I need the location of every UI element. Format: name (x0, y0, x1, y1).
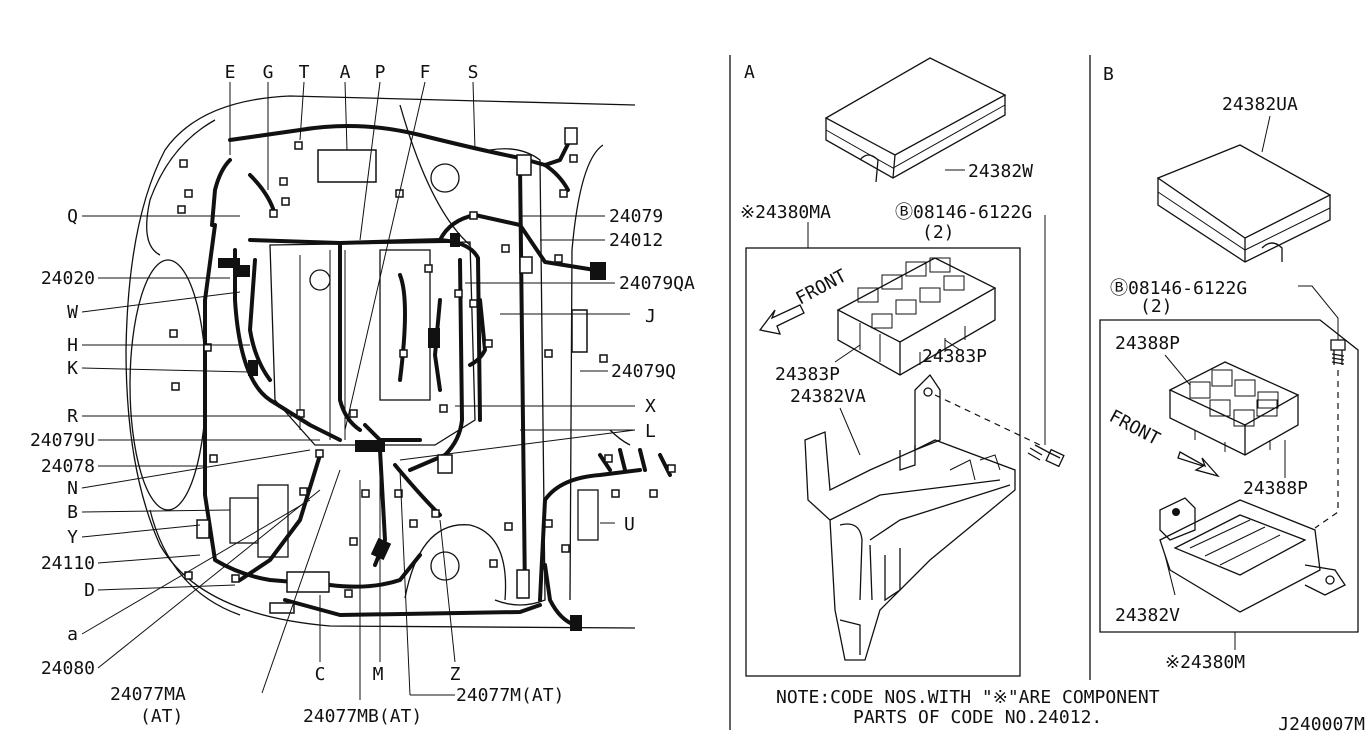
cover-24382w-drawing (824, 57, 1007, 183)
assembly-a-frame (745, 247, 1021, 677)
label-Q: Q (67, 206, 78, 227)
label-L: L (645, 421, 656, 442)
label-R: R (67, 406, 78, 427)
relay-block-a-drawing (836, 257, 997, 376)
label-24078: 24078 (41, 456, 95, 477)
label-a: a (67, 624, 78, 645)
label-B: B (67, 502, 78, 523)
panel-b-title: B (1103, 64, 1114, 85)
bracket-24382v: 24382V (1115, 605, 1180, 626)
note-line-1: NOTE:CODE NOS.WITH "※"ARE COMPONENT (776, 687, 1160, 708)
label-K: K (67, 358, 78, 379)
relay-24388p-2: 24388P (1243, 478, 1308, 499)
engine-room-harness-drawing: E G T A P F S Q 24020 W H K R 24079U 240… (30, 62, 695, 727)
assembly-24380ma: ※24380MA (740, 202, 831, 223)
panel-a-title: A (744, 62, 755, 83)
bracket-24382va: 24382VA (790, 386, 866, 407)
label-W: W (67, 302, 78, 323)
diagram-code: J240007M (1278, 714, 1365, 735)
assembly-b-frame (1099, 319, 1359, 633)
label-E: E (225, 62, 236, 83)
label-T: T (299, 62, 310, 83)
assembly-24380m: ※24380M (1165, 652, 1245, 673)
label-Y: Y (67, 527, 78, 548)
label-H: H (67, 335, 78, 356)
panel-a: A 24382W ※24380MA Ⓑ08146-6122G (2) FRONT (740, 57, 1065, 677)
part-24382w: 24382W (968, 161, 1033, 182)
label-X: X (645, 396, 656, 417)
bolt-a: Ⓑ08146-6122G (895, 202, 1032, 223)
bracket-24382v-drawing (1159, 497, 1346, 613)
part-24382ua: 24382UA (1222, 94, 1298, 115)
relay-24383p-2: 24383P (922, 346, 987, 367)
label-N: N (67, 478, 78, 499)
label-24077MB: 24077MB(AT) (303, 706, 422, 727)
bolt-a-qty: (2) (922, 222, 955, 243)
label-24110: 24110 (41, 553, 95, 574)
label-D: D (84, 580, 95, 601)
label-U: U (624, 514, 635, 535)
label-24077MA: 24077MA (110, 684, 186, 705)
cover-24382ua-drawing (1156, 144, 1332, 263)
relay-24383p-1: 24383P (775, 364, 840, 385)
label-P: P (375, 62, 386, 83)
bolt-b-drawing (1330, 339, 1346, 365)
note-line-2: PARTS OF CODE NO.24012. (853, 707, 1102, 728)
front-label-b: FRONT (1106, 406, 1164, 450)
label-24079QA: 24079QA (619, 273, 695, 294)
label-24077MA-at: (AT) (140, 706, 183, 727)
footer-note: NOTE:CODE NOS.WITH "※"ARE COMPONENT PART… (776, 687, 1365, 735)
label-24080: 24080 (41, 658, 95, 679)
front-arrow-b: FRONT (1106, 406, 1220, 478)
label-24079: 24079 (609, 206, 663, 227)
label-G: G (263, 62, 274, 83)
front-label-a: FRONT (792, 265, 850, 309)
bolt-a-drawing (1027, 444, 1065, 468)
bracket-24382va-drawing (804, 373, 1016, 661)
bolt-b-qty: (2) (1140, 296, 1173, 317)
panel-b: B 24382UA Ⓑ08146-6122G (2) 24388P (1099, 64, 1359, 673)
label-A: A (340, 62, 351, 83)
label-F: F (420, 62, 431, 83)
label-24079Q: 24079Q (611, 361, 676, 382)
label-24079U: 24079U (30, 430, 95, 451)
label-M: M (373, 664, 384, 685)
label-24077M: 24077M(AT) (456, 685, 564, 706)
relay-block-b-drawing (1168, 361, 1300, 456)
label-S: S (468, 62, 479, 83)
label-C: C (315, 664, 326, 685)
label-24020: 24020 (41, 268, 95, 289)
label-J: J (645, 306, 656, 327)
label-Z: Z (450, 664, 461, 685)
front-arrow-a: FRONT (758, 265, 850, 335)
label-24012: 24012 (609, 230, 663, 251)
relay-24388p-1: 24388P (1115, 333, 1180, 354)
bolt-b: Ⓑ08146-6122G (1110, 278, 1247, 299)
